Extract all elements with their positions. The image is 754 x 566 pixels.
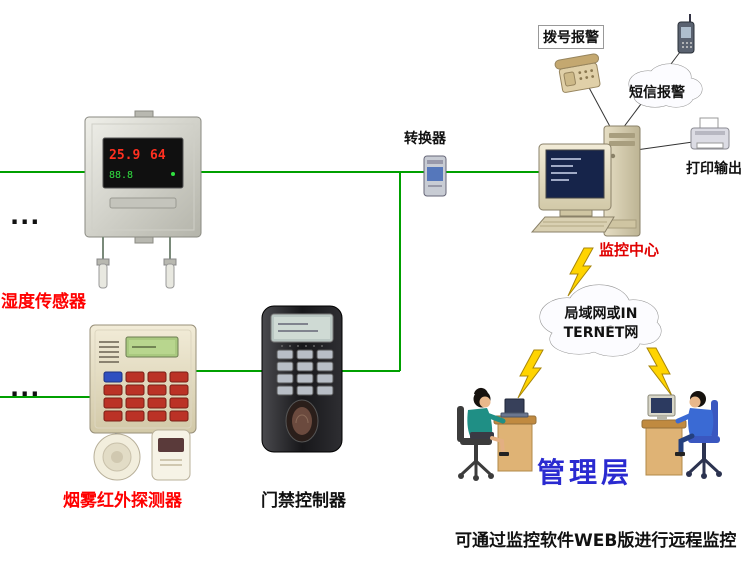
led-temp-value: 25.9 bbox=[109, 148, 140, 163]
lan-cloud-label: 局域网或IN TERNET网 bbox=[548, 305, 654, 343]
bus-ellipsis-top: ... bbox=[10, 202, 41, 230]
dial-alarm-label: 拨号报警 bbox=[538, 25, 604, 49]
telephone-icon bbox=[554, 53, 601, 93]
converter-device bbox=[423, 155, 447, 197]
sensor-probes bbox=[96, 237, 177, 289]
print-output-label: 打印输出 bbox=[686, 161, 742, 177]
door-access-controller bbox=[261, 305, 343, 453]
monitoring-computer bbox=[530, 125, 641, 237]
lan-cloud-label-line2: TERNET网 bbox=[563, 324, 639, 341]
lightning-bolt-left bbox=[517, 349, 544, 399]
management-label: 管理层 bbox=[537, 456, 634, 489]
bus-ellipsis-bottom: ... bbox=[10, 374, 41, 402]
converter-label: 转换器 bbox=[404, 131, 446, 147]
smoke-detector bbox=[93, 433, 141, 481]
infrared-detector bbox=[151, 429, 191, 481]
remote-monitoring-note: 可通过监控软件WEB版进行远程监控 bbox=[455, 531, 737, 551]
printer-icon bbox=[690, 117, 730, 150]
door-controller-label: 门禁控制器 bbox=[261, 491, 346, 511]
sms-cloud bbox=[628, 63, 703, 108]
manager-right bbox=[641, 391, 722, 479]
sms-alarm-label: 短信报警 bbox=[629, 85, 685, 101]
computer-keyboard bbox=[530, 216, 615, 233]
humidity-sensor-label: 湿度传感器 bbox=[1, 292, 86, 312]
led-humidity-value: 64 bbox=[150, 148, 166, 163]
computer-tower bbox=[603, 125, 641, 237]
temp-humidity-controller: 25.9 64 88.8 bbox=[84, 110, 202, 244]
lan-cloud bbox=[539, 284, 662, 357]
led-status-value: 88.8 bbox=[109, 170, 133, 181]
lightning-bolt-right bbox=[646, 347, 673, 397]
alarm-panel bbox=[89, 324, 197, 446]
computer-monitor bbox=[538, 143, 612, 217]
monitoring-center-label: 监控中心 bbox=[599, 241, 660, 259]
lan-cloud-label-line1: 局域网或IN bbox=[564, 306, 638, 322]
manager-left bbox=[457, 387, 537, 481]
smoke-ir-detector-label: 烟雾红外探测器 bbox=[63, 491, 182, 511]
mobile-phone-icon bbox=[677, 14, 695, 54]
